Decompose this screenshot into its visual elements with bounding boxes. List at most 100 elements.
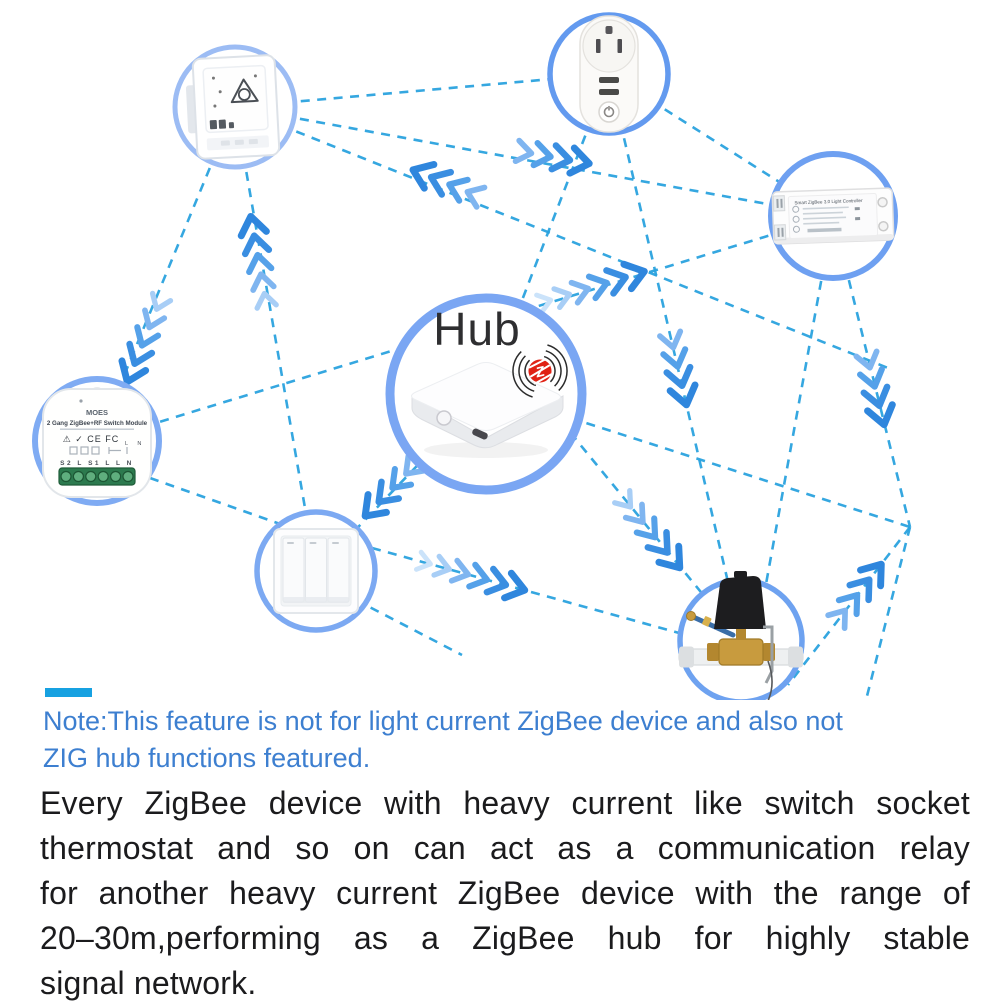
chevron-arrow-icon	[655, 542, 684, 572]
outlet-face	[582, 19, 636, 73]
chevron-arrow-icon	[853, 348, 880, 371]
usb-port	[599, 89, 619, 95]
wall-switch-device	[273, 528, 359, 614]
chevron-arrow-icon	[149, 290, 174, 312]
hub-label: Hub	[433, 303, 520, 355]
mesh-link	[234, 105, 834, 218]
module-wiring-labels: L N	[125, 441, 145, 447]
note-line-1: Note:This feature is not for light curre…	[43, 706, 843, 736]
signal-arrows	[118, 137, 896, 631]
light-controller-title: Smart ZigBee 3.0 Light Controller	[794, 198, 863, 205]
chevron-arrow-icon	[448, 557, 472, 584]
signal-arrow-train	[612, 487, 684, 572]
chevron-arrow-icon	[446, 176, 471, 204]
hub-device: Z	[411, 344, 568, 458]
chevron-arrow-icon	[142, 307, 168, 331]
chevron-arrow-icon	[633, 515, 659, 541]
mesh-link	[149, 476, 298, 532]
mesh-link	[234, 72, 610, 109]
description-paragraph: Every ZigBee device with heavy current l…	[40, 781, 970, 1001]
chevron-arrow-icon	[663, 363, 694, 390]
chevron-arrow-icon	[483, 565, 510, 596]
chevron-arrow-icon	[835, 591, 861, 618]
valve-body	[718, 638, 764, 666]
chevron-arrow-icon	[431, 553, 452, 578]
module-cert-marks: ⚠ ✓ CE FC	[63, 434, 120, 444]
chevron-arrow-icon	[551, 286, 573, 311]
chevron-arrow-icon	[466, 561, 491, 590]
chevron-arrow-icon	[612, 487, 634, 510]
note-line-2: ZIG hub functions featured.	[43, 743, 371, 773]
chevron-arrow-icon	[126, 340, 156, 367]
chevron-arrow-icon	[241, 232, 273, 258]
valve-actuator	[714, 576, 766, 629]
chevron-arrow-icon	[864, 401, 896, 429]
mesh-link	[786, 526, 912, 686]
note-accent-bar	[45, 688, 92, 697]
chevron-arrow-icon	[566, 144, 593, 177]
signal-arrow-train	[118, 290, 174, 386]
signal-arrow-train	[853, 348, 896, 429]
chevron-arrow-icon	[409, 161, 438, 192]
chevron-arrow-icon	[603, 267, 629, 297]
chevron-arrow-icon	[237, 212, 270, 240]
chevron-arrow-icon	[857, 560, 885, 590]
chevron-arrow-icon	[622, 501, 646, 525]
chevron-arrow-icon	[389, 466, 415, 491]
smart-valve-device	[678, 571, 804, 700]
paragraph-line-2: thermostat and so on can act as a commun…	[40, 830, 970, 866]
device-nodes	[32, 12, 898, 700]
signal-arrow-train	[413, 549, 529, 602]
chevron-arrow-icon	[825, 607, 848, 631]
mesh-link	[864, 526, 912, 700]
chevron-arrow-icon	[512, 137, 535, 165]
signal-arrow-train	[825, 560, 885, 631]
note-text: Note:This feature is not for light curre…	[43, 703, 973, 777]
module-brand: MOES	[86, 408, 108, 417]
chevron-arrow-icon	[134, 324, 162, 349]
chevron-arrow-icon	[666, 381, 699, 409]
switch-module-device: MOES 2 Gang ZigBee+RF Switch Module ⚠ ✓ …	[42, 387, 152, 498]
chevron-arrow-icon	[657, 328, 684, 351]
signal-arrow-train	[237, 212, 279, 311]
zigbee-logo-letter: Z	[533, 363, 547, 381]
signal-arrow-train	[657, 328, 699, 409]
micro-usb-port	[472, 428, 488, 440]
module-terminal-labels: S2 L S1 L L N	[60, 460, 134, 467]
chevron-arrow-icon	[644, 529, 671, 556]
mesh-link	[554, 411, 911, 529]
rocker-1	[282, 537, 305, 603]
chevron-arrow-icon	[860, 383, 891, 409]
chevron-arrow-icon	[548, 142, 574, 173]
power-button	[598, 101, 620, 123]
rocker-2	[305, 537, 327, 603]
thermostat-device	[185, 54, 281, 160]
chevron-arrow-icon	[250, 271, 277, 293]
chevron-arrow-icon	[375, 478, 402, 506]
chevron-arrow-icon	[361, 491, 390, 520]
module-title: 2 Gang ZigBee+RF Switch Module	[47, 420, 148, 427]
paragraph-line-5: signal network.	[40, 965, 257, 1001]
chevron-arrow-icon	[568, 279, 592, 306]
chevron-arrow-icon	[585, 273, 610, 302]
chevron-arrow-icon	[403, 453, 427, 477]
rocker-3	[327, 537, 350, 603]
chevron-arrow-icon	[254, 290, 279, 311]
signal-arrow-train	[534, 260, 648, 315]
chevron-arrow-icon	[413, 549, 433, 572]
mesh-link	[234, 105, 894, 372]
hub-button	[436, 410, 452, 426]
heat-drop-icon	[230, 78, 259, 104]
mesh-network-diagram: Smart ZigBee 3.0 Light Controller	[32, 12, 912, 700]
mesh-link	[233, 106, 318, 572]
chevron-arrow-icon	[501, 569, 529, 602]
terminal-screws	[60, 470, 134, 483]
mesh-link	[371, 546, 691, 638]
zigbee-signal-icon: Z	[512, 344, 568, 398]
mesh-link	[756, 215, 835, 629]
usb-port	[599, 77, 619, 83]
paragraph-line-3: for another heavy current ZigBee device …	[40, 875, 970, 911]
smart-plug-device	[579, 15, 639, 133]
light-controller-device: Smart ZigBee 3.0 Light Controller	[771, 187, 895, 245]
